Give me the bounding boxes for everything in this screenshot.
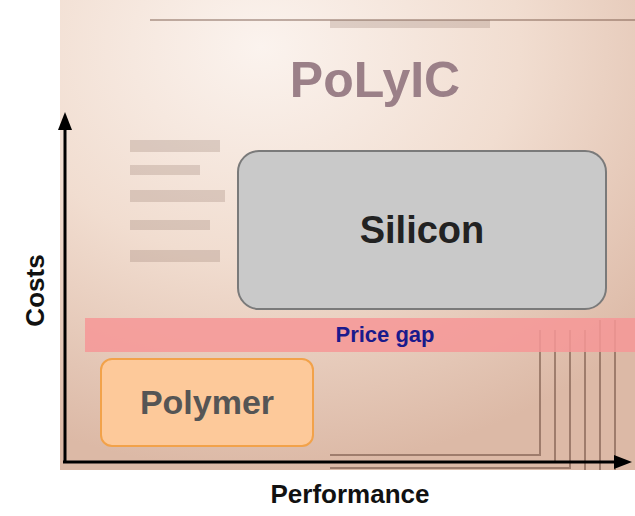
polymer-box: Polymer	[100, 358, 314, 447]
node-text: Price gap	[335, 322, 434, 348]
axis-title: Performance	[271, 479, 430, 510]
node-text: Polymer	[140, 383, 274, 422]
silicon-box: Silicon	[237, 150, 607, 310]
watermark: PoLyIC	[290, 51, 460, 109]
price-gap-band: Price gap	[85, 318, 635, 352]
axis-title: Costs	[20, 254, 51, 326]
axes	[58, 112, 632, 469]
photo-ground	[60, 0, 635, 470]
node-text: Silicon	[360, 209, 485, 252]
